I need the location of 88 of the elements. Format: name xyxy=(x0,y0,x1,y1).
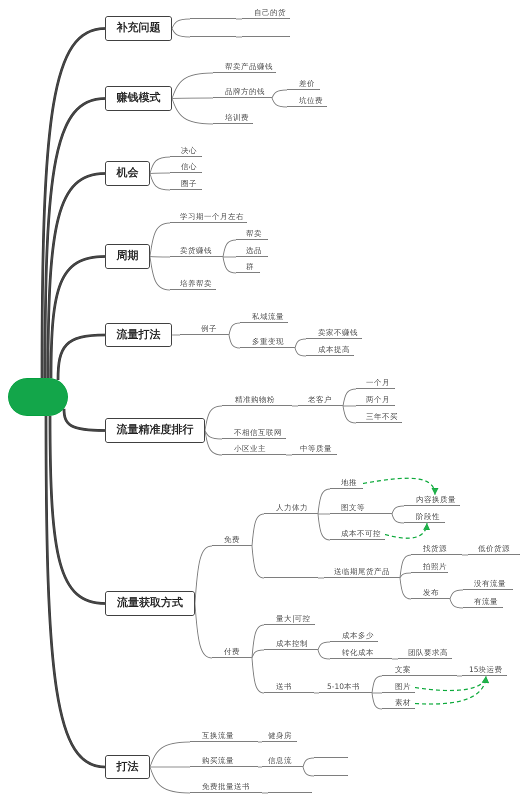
connector xyxy=(222,256,236,274)
connector xyxy=(342,388,356,406)
dashed-arrow xyxy=(362,478,438,496)
connector xyxy=(450,598,464,608)
topic-box: 补充问题 xyxy=(105,16,172,41)
connector xyxy=(294,348,306,356)
connector xyxy=(372,692,382,710)
dashed-arrow xyxy=(414,676,488,705)
topic-box: 机会 xyxy=(105,161,150,186)
branch-line xyxy=(62,408,106,432)
connector xyxy=(172,28,190,38)
connector xyxy=(400,554,412,578)
connector xyxy=(392,658,398,660)
dashed-arrow xyxy=(414,676,488,692)
topic-box: 周期 xyxy=(105,244,150,269)
connector xyxy=(150,256,170,290)
connector xyxy=(314,692,320,694)
branch-line xyxy=(44,97,106,378)
connector xyxy=(372,692,382,694)
connector xyxy=(150,256,170,258)
connector xyxy=(150,766,190,794)
connector xyxy=(318,650,330,660)
connector xyxy=(462,554,468,556)
branch-line xyxy=(40,27,106,378)
connector xyxy=(150,173,170,190)
central-topic-pill xyxy=(8,378,68,416)
connector xyxy=(252,514,264,546)
connector xyxy=(342,406,356,424)
connector xyxy=(194,603,212,658)
blank-underline xyxy=(242,36,290,37)
connector xyxy=(450,590,464,600)
branch-line xyxy=(44,416,106,768)
connector xyxy=(302,766,314,776)
connector xyxy=(204,406,222,431)
connector xyxy=(258,766,262,768)
connector xyxy=(400,572,412,578)
connector xyxy=(318,642,330,650)
connector xyxy=(228,334,240,348)
connector xyxy=(172,98,214,99)
blank-underline xyxy=(314,757,348,758)
connector xyxy=(236,18,242,20)
topic-box: 打法 xyxy=(105,755,150,779)
connector xyxy=(318,488,330,514)
topic-box: 流量精准度排行 xyxy=(105,418,205,443)
connector xyxy=(272,98,288,108)
topic-box: 赚钱模式 xyxy=(105,86,172,111)
blank-underline xyxy=(314,775,348,776)
connector xyxy=(150,156,170,174)
connector xyxy=(150,742,190,768)
connector xyxy=(252,624,264,658)
branch-line xyxy=(56,334,106,380)
connector xyxy=(222,256,236,258)
connector xyxy=(150,222,170,257)
blank-underline xyxy=(190,18,236,19)
connector xyxy=(302,758,314,768)
connector xyxy=(172,98,214,124)
connector xyxy=(318,514,330,540)
blank-underline xyxy=(190,36,236,37)
connector xyxy=(172,334,180,336)
connector xyxy=(252,546,264,578)
blank-underline xyxy=(268,792,312,793)
branch-line xyxy=(50,255,106,378)
connector xyxy=(252,658,264,694)
connector xyxy=(272,90,288,98)
connector xyxy=(222,240,236,258)
connector xyxy=(294,338,306,348)
topic-box: 流量打法 xyxy=(105,323,172,347)
dashed-arrow xyxy=(384,522,430,539)
connector xyxy=(252,650,264,658)
connector xyxy=(286,454,292,456)
connector xyxy=(204,430,222,456)
connector xyxy=(372,676,382,694)
connector xyxy=(392,506,404,514)
branch-line xyxy=(48,416,106,605)
connector xyxy=(172,72,214,99)
connector xyxy=(236,36,242,38)
topic-box: 流量获取方式 xyxy=(105,591,195,616)
connector xyxy=(400,578,412,600)
connector xyxy=(392,514,404,524)
connector xyxy=(150,766,190,768)
connector xyxy=(150,172,170,174)
connector xyxy=(204,430,222,440)
branch-line xyxy=(46,172,106,378)
connector xyxy=(262,792,268,794)
connector xyxy=(194,546,212,604)
connector xyxy=(228,322,240,336)
connector xyxy=(172,18,190,29)
blank-underline xyxy=(264,577,318,578)
